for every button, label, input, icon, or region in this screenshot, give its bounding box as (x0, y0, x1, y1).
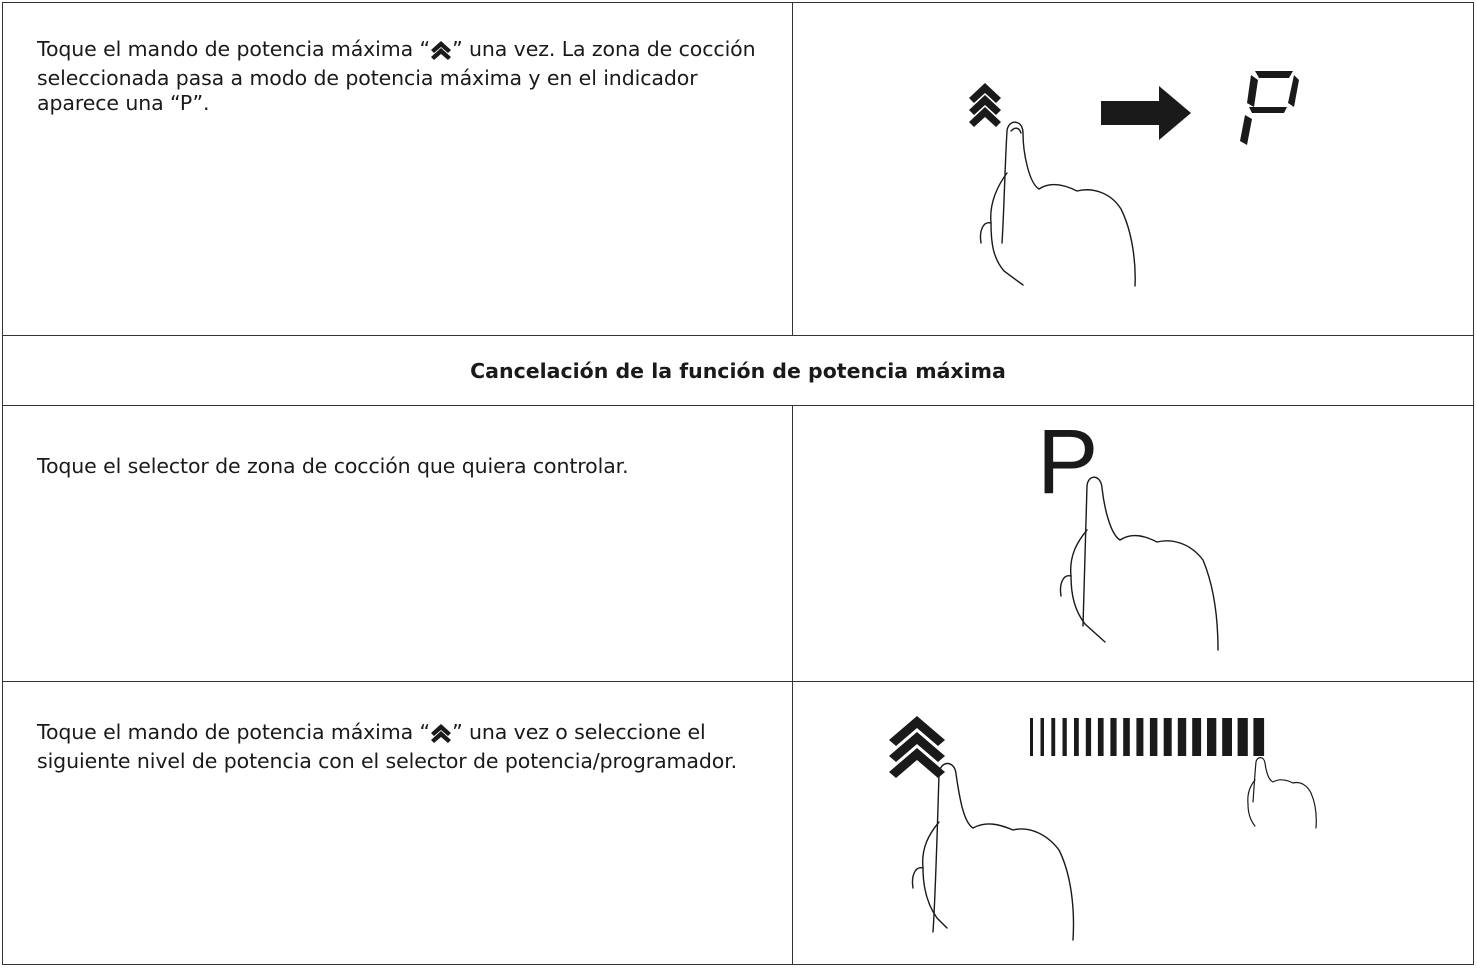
level-bar-segment (1051, 718, 1056, 756)
level-bar-segment (1253, 718, 1265, 756)
table-row-select-zone: Toque el selector de zona de cocción que… (3, 406, 1473, 682)
level-bar-segment (1192, 718, 1202, 756)
level-bar-segment (1163, 718, 1172, 756)
small-hand-pointer-icon (1247, 757, 1317, 829)
cancel-illustration (889, 716, 1317, 941)
level-bar-segment (1110, 718, 1117, 756)
illustration-cell: P (793, 406, 1473, 681)
level-bar-segment (1177, 718, 1187, 756)
level-bar-segment (1040, 718, 1044, 756)
level-bar-segment (1085, 718, 1092, 756)
instruction-text: Toque el mando de potencia máxima “” una… (37, 720, 777, 774)
illustration-cell (793, 682, 1473, 964)
table-row-power-boost: Toque el mando de potencia máxima “” una… (3, 3, 1473, 336)
text-part: ” una vez o seleccione el siguiente nive… (37, 720, 738, 773)
power-boost-illustration (969, 71, 1299, 287)
text-part: Toque el mando de potencia máxima “ (37, 720, 431, 744)
arrow-right-icon (1101, 86, 1191, 140)
text-part: ” una vez. La zona de cocción selecciona… (37, 37, 756, 115)
level-bar-segment (1207, 718, 1217, 756)
instruction-text: Toque el mando de potencia máxima “” una… (37, 37, 777, 116)
illustration-cell (793, 3, 1473, 335)
hand-pointer-icon (1059, 476, 1219, 651)
level-bar-segment (1123, 718, 1130, 756)
hand-pointer-icon (911, 762, 1075, 941)
power-level-bar (1030, 718, 1265, 756)
level-bar-segment (1097, 718, 1104, 756)
table-row-cancel: Toque el mando de potencia máxima “” una… (3, 682, 1473, 964)
zone-selector-illustration: P (1037, 411, 1219, 651)
instruction-text: Toque el selector de zona de cocción que… (37, 454, 629, 478)
instruction-cell: Toque el selector de zona de cocción que… (3, 406, 793, 681)
display-letter: P (1037, 411, 1098, 513)
double-chevron-up-icon (430, 721, 452, 749)
hand-pointer-icon (979, 121, 1136, 287)
section-heading: Cancelación de la función de potencia má… (470, 358, 1006, 383)
level-bar-segment (1136, 718, 1144, 756)
table-header-row: Cancelación de la función de potencia má… (3, 336, 1473, 406)
double-chevron-up-icon (430, 38, 452, 66)
seven-segment-p-icon (1240, 71, 1299, 145)
level-bar-segment (1030, 718, 1033, 756)
double-chevron-up-icon (969, 83, 1001, 127)
level-bar-segment (1237, 718, 1248, 756)
instruction-cell: Toque el mando de potencia máxima “” una… (3, 3, 793, 335)
level-bar-segment (1149, 718, 1158, 756)
level-bar-segment (1222, 718, 1232, 756)
instruction-cell: Toque el mando de potencia máxima “” una… (3, 682, 793, 964)
level-bar-segment (1074, 718, 1079, 756)
text-part: Toque el mando de potencia máxima “ (37, 37, 431, 61)
level-bar-segment (1062, 718, 1067, 756)
double-chevron-up-icon (889, 716, 945, 778)
